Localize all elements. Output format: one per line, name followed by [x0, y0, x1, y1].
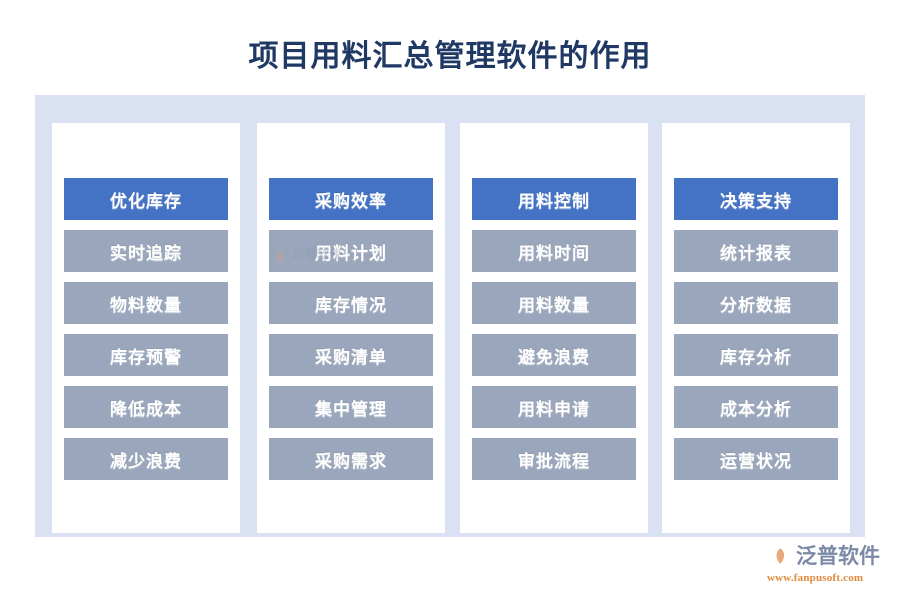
category-header-3[interactable]: 用料控制	[472, 178, 636, 220]
category-item[interactable]: 实时追踪	[64, 230, 228, 272]
brand-logo: 泛普软件 www.fanpusoft.com	[766, 543, 892, 588]
category-item[interactable]: 库存预警	[64, 334, 228, 376]
category-header-4[interactable]: 决策支持	[674, 178, 838, 220]
category-item[interactable]: 降低成本	[64, 386, 228, 428]
category-item[interactable]: 库存分析	[674, 334, 838, 376]
brand-name: 泛普软件	[796, 545, 880, 568]
chip-stack-2: 采购效率 用料计划 库存情况 采购清单 集中管理 采购需求	[269, 178, 433, 490]
category-item[interactable]: 库存情况	[269, 282, 433, 324]
category-item[interactable]: 避免浪费	[472, 334, 636, 376]
category-column-3: 用料控制 用料时间 用料数量 避免浪费 用料申请 审批流程	[460, 123, 648, 533]
category-column-1: 优化库存 实时追踪 物料数量 库存预警 降低成本 减少浪费	[52, 123, 240, 533]
category-item[interactable]: 物料数量	[64, 282, 228, 324]
category-item[interactable]: 运营状况	[674, 438, 838, 480]
category-item[interactable]: 采购需求	[269, 438, 433, 480]
category-column-4: 决策支持 统计报表 分析数据 库存分析 成本分析 运营状况	[662, 123, 850, 533]
category-column-2: 采购效率 用料计划 库存情况 采购清单 集中管理 采购需求	[257, 123, 445, 533]
brand-url: www.fanpusoft.com	[767, 572, 864, 584]
category-item[interactable]: 成本分析	[674, 386, 838, 428]
page-title: 项目用料汇总管理软件的作用	[248, 40, 652, 73]
category-item[interactable]: 用料计划	[269, 230, 433, 272]
category-item[interactable]: 审批流程	[472, 438, 636, 480]
category-item[interactable]: 分析数据	[674, 282, 838, 324]
category-header-1[interactable]: 优化库存	[64, 178, 228, 220]
brand-logo-row: 泛普软件	[766, 543, 880, 571]
category-header-2[interactable]: 采购效率	[269, 178, 433, 220]
category-item[interactable]: 用料申请	[472, 386, 636, 428]
chip-stack-1: 优化库存 实时追踪 物料数量 库存预警 降低成本 减少浪费	[64, 178, 228, 490]
chip-stack-4: 决策支持 统计报表 分析数据 库存分析 成本分析 运营状况	[674, 178, 838, 490]
category-item[interactable]: 统计报表	[674, 230, 838, 272]
fanpu-swoosh-icon	[766, 544, 792, 570]
category-item[interactable]: 采购清单	[269, 334, 433, 376]
chip-stack-3: 用料控制 用料时间 用料数量 避免浪费 用料申请 审批流程	[472, 178, 636, 490]
diagram-panel: 优化库存 实时追踪 物料数量 库存预警 降低成本 减少浪费 采购效率 用料计划 …	[35, 95, 865, 537]
category-item[interactable]: 用料时间	[472, 230, 636, 272]
category-item[interactable]: 集中管理	[269, 386, 433, 428]
category-item[interactable]: 用料数量	[472, 282, 636, 324]
category-item[interactable]: 减少浪费	[64, 438, 228, 480]
